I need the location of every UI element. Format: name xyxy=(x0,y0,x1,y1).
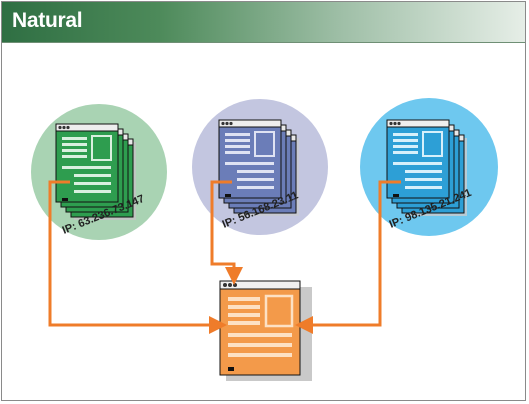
arrow-blue-to-client xyxy=(210,180,243,285)
server-green-stack xyxy=(55,123,136,220)
arrow-green-to-client xyxy=(48,180,227,334)
header-bar: Natural xyxy=(2,2,525,43)
arrows xyxy=(48,180,401,334)
server-cyan-stack xyxy=(386,119,467,216)
page-title: Natural xyxy=(12,9,83,32)
client-page xyxy=(219,280,312,381)
server-blue-stack xyxy=(218,119,299,216)
arrow-cyan-to-client xyxy=(295,180,401,334)
